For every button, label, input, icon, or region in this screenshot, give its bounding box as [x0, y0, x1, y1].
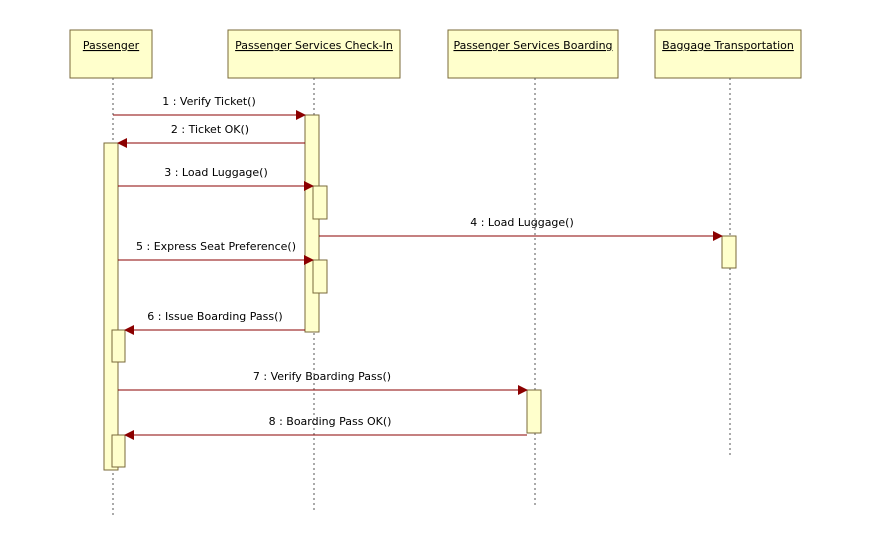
participant-label: Baggage Transportation	[662, 39, 794, 52]
message-label: 6 : Issue Boarding Pass()	[147, 310, 282, 323]
participant-label: Passenger Services Boarding	[453, 39, 612, 52]
message-label: 5 : Express Seat Preference()	[136, 240, 296, 253]
message-label: 3 : Load Luggage()	[164, 166, 268, 179]
message-7-verify-boarding-pass: 7 : Verify Boarding Pass()	[118, 370, 528, 395]
participant-boarding[interactable]: Passenger Services Boarding	[447, 29, 619, 79]
activation-bar	[721, 235, 737, 269]
message-4-load-luggage: 4 : Load Luggage()	[319, 216, 723, 241]
message-8-boarding-pass-ok: 8 : Boarding Pass OK()	[124, 415, 527, 440]
message-6-issue-boarding-pass: 6 : Issue Boarding Pass()	[124, 310, 305, 335]
message-2-ticket-ok: 2 : Ticket OK()	[117, 123, 305, 148]
activation-bar	[304, 114, 320, 333]
message-1-verify-ticket: 1 : Verify Ticket()	[113, 95, 306, 120]
message-label: 2 : Ticket OK()	[171, 123, 249, 136]
activation-bar	[111, 434, 126, 468]
participant-passenger[interactable]: Passenger	[69, 29, 153, 79]
activation-bar	[312, 259, 328, 294]
message-label: 8 : Boarding Pass OK()	[269, 415, 392, 428]
message-label: 4 : Load Luggage()	[470, 216, 574, 229]
message-5-express-seat-preference: 5 : Express Seat Preference()	[118, 240, 314, 265]
activation-bar	[111, 329, 126, 363]
participant-label: Passenger Services Check-In	[235, 39, 393, 52]
message-label: 1 : Verify Ticket()	[162, 95, 256, 108]
participant-label: Passenger	[83, 39, 140, 52]
activation-bar	[526, 389, 542, 434]
participant-baggage[interactable]: Baggage Transportation	[654, 29, 802, 79]
message-3-load-luggage: 3 : Load Luggage()	[118, 166, 314, 191]
participant-check-in[interactable]: Passenger Services Check-In	[227, 29, 401, 79]
message-label: 7 : Verify Boarding Pass()	[253, 370, 391, 383]
activation-bar	[103, 142, 119, 471]
activation-bar	[312, 185, 328, 220]
